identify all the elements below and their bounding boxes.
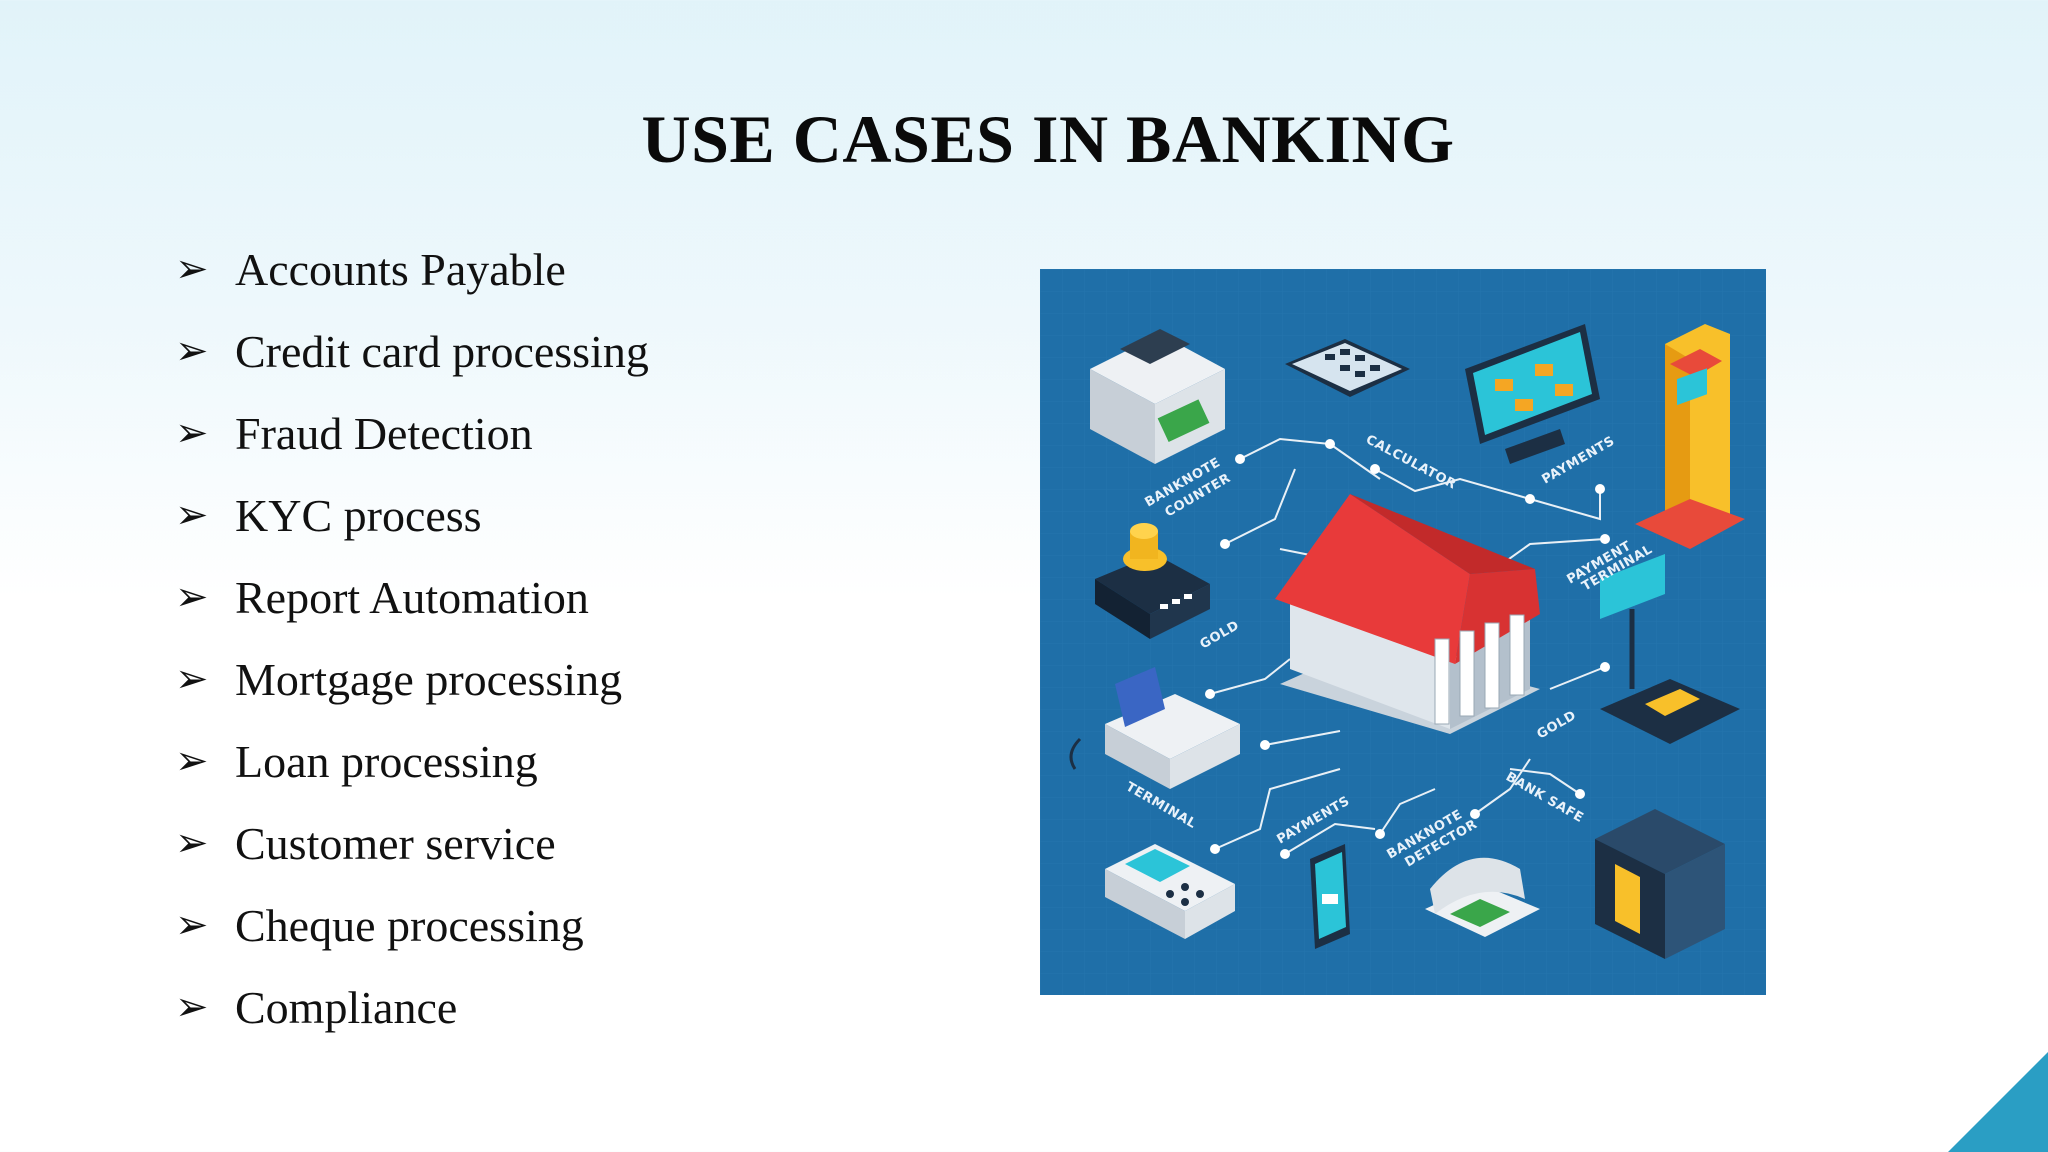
arrow-bullet-icon: ➢ — [175, 902, 209, 948]
list-item: ➢ Credit card processing — [175, 310, 649, 392]
list-item-label: Credit card processing — [235, 325, 649, 377]
banknote-detector-icon — [1425, 857, 1540, 937]
arrow-bullet-icon: ➢ — [175, 574, 209, 620]
arrow-bullet-icon: ➢ — [175, 820, 209, 866]
list-item: ➢ Cheque processing — [175, 884, 649, 966]
slide-title: USE CASES IN BANKING — [641, 101, 1455, 177]
list-item-label: Customer service — [235, 817, 556, 869]
arrow-bullet-icon: ➢ — [175, 492, 209, 538]
list-item-label: Report Automation — [235, 571, 589, 623]
arrow-bullet-icon: ➢ — [175, 410, 209, 456]
list-item-label: KYC process — [235, 489, 482, 541]
list-item-label: Fraud Detection — [235, 407, 533, 459]
connector-nodes — [1205, 439, 1610, 859]
card-terminal-icon — [1069, 667, 1240, 789]
gold-bar-display-icon — [1600, 554, 1740, 744]
list-item-label: Cheque processing — [235, 899, 584, 951]
list-item: ➢ Fraud Detection — [175, 392, 649, 474]
arrow-bullet-icon: ➢ — [175, 328, 209, 374]
smartphone-icon — [1310, 844, 1350, 949]
arrow-bullet-icon: ➢ — [175, 246, 209, 292]
arrow-bullet-icon: ➢ — [175, 656, 209, 702]
pos-terminal-icon — [1105, 844, 1235, 939]
list-item: ➢ Report Automation — [175, 556, 649, 638]
banking-illustration: BANKNOTE COUNTER CALCULATOR PAYMENTS PAY… — [1040, 269, 1766, 995]
list-item: ➢ Loan processing — [175, 720, 649, 802]
banknote-counter-icon — [1090, 329, 1225, 464]
list-item: ➢ Accounts Payable — [175, 228, 649, 310]
arrow-bullet-icon: ➢ — [175, 738, 209, 784]
list-item-label: Compliance — [235, 981, 458, 1033]
use-case-list: ➢ Accounts Payable ➢ Credit card processin… — [175, 228, 649, 1048]
list-item: ➢ KYC process — [175, 474, 649, 556]
list-item-label: Loan processing — [235, 735, 538, 787]
list-item: ➢ Mortgage processing — [175, 638, 649, 720]
list-item-label: Accounts Payable — [235, 243, 566, 295]
arrow-bullet-icon: ➢ — [175, 984, 209, 1030]
gold-scale-icon — [1095, 523, 1210, 639]
bank-building-icon — [1275, 494, 1540, 734]
calculator-icon — [1285, 339, 1410, 397]
computer-monitor-icon — [1465, 324, 1600, 464]
list-item: ➢ Customer service — [175, 802, 649, 884]
list-item: ➢ Compliance — [175, 966, 649, 1048]
payment-kiosk-icon — [1635, 324, 1745, 549]
list-item-label: Mortgage processing — [235, 653, 623, 705]
bank-safe-icon — [1595, 809, 1725, 959]
corner-accent-triangle — [1948, 1052, 2048, 1152]
